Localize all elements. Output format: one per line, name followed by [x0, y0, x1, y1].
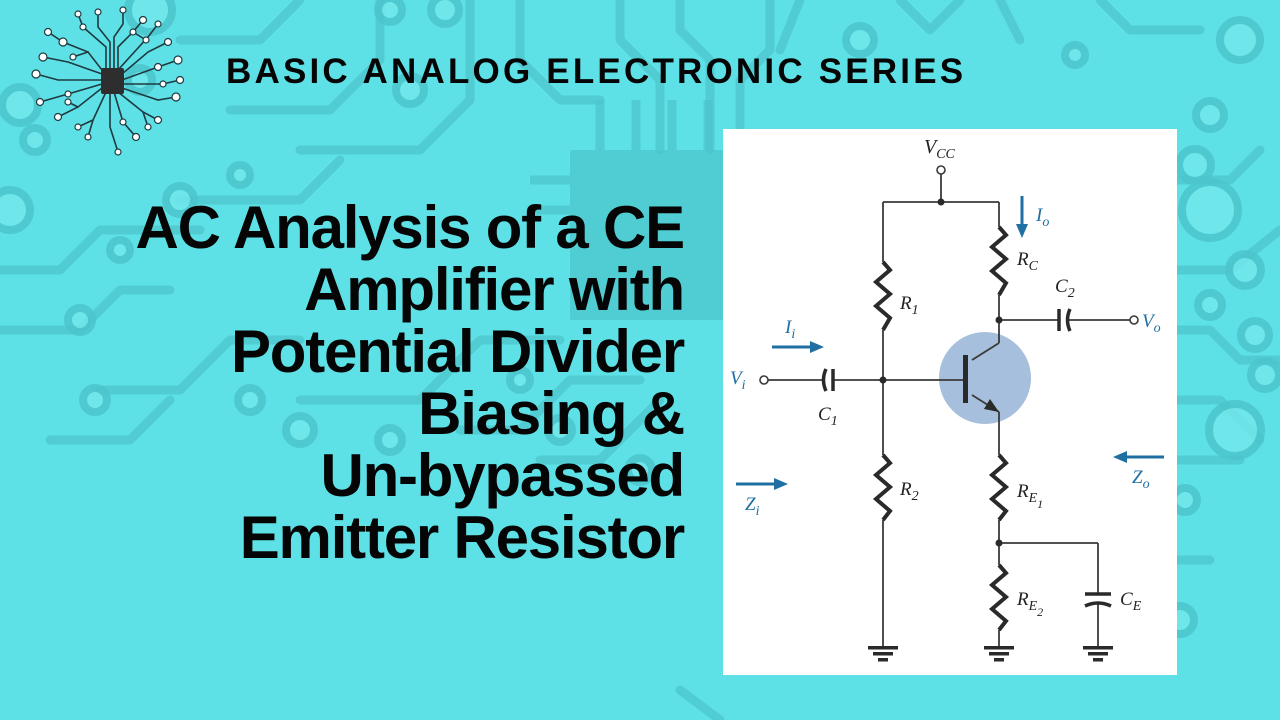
vo-label: Vo	[1142, 311, 1161, 336]
ii-arrow-icon	[810, 341, 824, 353]
vcc-label: VCC	[924, 136, 956, 162]
transistor-highlight	[939, 332, 1031, 424]
emitter-arrow-icon	[984, 399, 999, 412]
c2-label: C2	[1055, 276, 1075, 301]
re2-label: RE2	[1016, 589, 1043, 619]
resistor-r1	[872, 260, 894, 332]
resistor-re1	[988, 453, 1010, 522]
resistor-re2	[988, 563, 1010, 632]
title-line-3: Potential Divider	[230, 318, 685, 385]
capacitor-ce	[1084, 601, 1112, 608]
ce-label: CE	[1120, 589, 1142, 614]
series-title: BASIC ANALOG ELECTRONIC SERIES	[226, 52, 967, 91]
vo-terminal	[1129, 315, 1139, 325]
capacitor-c2	[1065, 308, 1072, 332]
r2-label: R2	[899, 479, 919, 504]
resistor-rc	[988, 225, 1010, 297]
title-line-4: Biasing &	[418, 380, 685, 447]
title-line-5: Un-bypassed	[320, 442, 685, 509]
title-line-6: Emitter Resistor	[239, 504, 685, 571]
zi-label: Zi	[745, 494, 760, 519]
zi-arrow-icon	[774, 478, 788, 490]
c1-label: C1	[818, 404, 838, 429]
transistor-base-bar	[963, 355, 968, 403]
title-line-1: AC Analysis of a CE	[135, 194, 686, 261]
zo-label: Zo	[1132, 467, 1150, 492]
ground-symbols	[868, 646, 1113, 662]
resistor-r2	[872, 453, 894, 522]
vi-label: Vi	[730, 368, 746, 393]
io-arrow-icon	[1016, 224, 1028, 238]
circuit-brain-logo-icon	[31, 6, 185, 156]
capacitor-c1	[821, 368, 828, 392]
r1-label: R1	[899, 293, 919, 318]
re1-label: RE1	[1016, 481, 1043, 511]
io-label: Io	[1035, 205, 1049, 230]
zo-arrow-icon	[1113, 451, 1127, 463]
title-line-2: Amplifier with	[304, 256, 685, 323]
video-title: AC Analysis of a CE Amplifier with Poten…	[135, 194, 686, 571]
vi-terminal	[759, 375, 769, 385]
ii-label: Ii	[784, 317, 795, 342]
vcc-terminal	[936, 165, 946, 175]
rc-label: RC	[1016, 249, 1039, 274]
